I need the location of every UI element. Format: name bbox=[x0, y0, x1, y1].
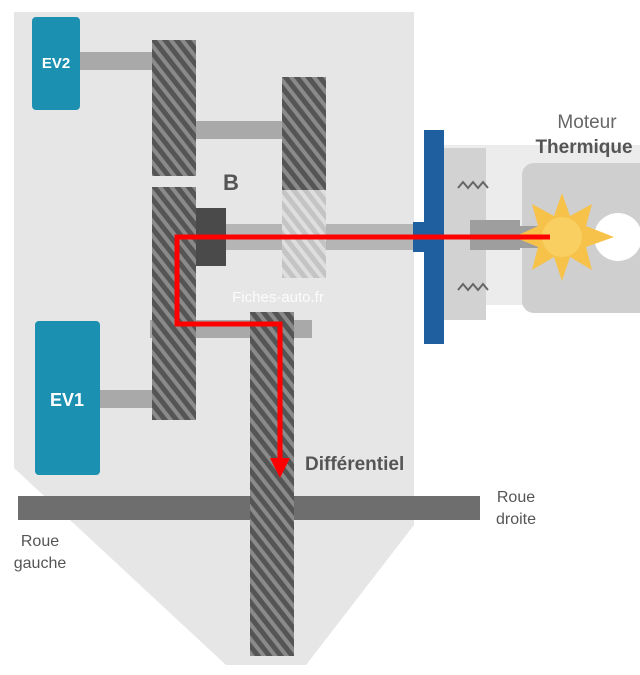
ev2-shaft bbox=[80, 52, 160, 70]
left-wheel-label-line2: gauche bbox=[14, 555, 67, 572]
upper-left-gear bbox=[152, 40, 196, 176]
motor-label-line2: Thermique bbox=[535, 137, 632, 158]
ev2-motor bbox=[32, 17, 80, 110]
differential-label: Différentiel bbox=[305, 454, 404, 475]
upper-transfer-shaft bbox=[196, 121, 284, 139]
arrow-down-icon bbox=[270, 458, 290, 478]
left-wheel-label-line1: Roue bbox=[21, 533, 59, 550]
upper-right-gear bbox=[282, 77, 326, 190]
clutch-b-label: B bbox=[223, 170, 239, 195]
engine-crank-hole bbox=[594, 213, 640, 261]
ev2-label: EV2 bbox=[42, 55, 70, 72]
right-wheel-label-line2: droite bbox=[496, 511, 536, 528]
wheel-axle bbox=[18, 496, 480, 520]
power-flow-path bbox=[174, 234, 550, 460]
ev1-motor bbox=[35, 321, 100, 475]
lower-right-gear-ghost bbox=[282, 190, 326, 278]
ev1-shaft bbox=[100, 390, 160, 408]
ev1-label: EV1 bbox=[50, 390, 84, 410]
differential-gear bbox=[250, 312, 294, 656]
clutch-spring-bottom bbox=[457, 282, 489, 292]
spark-core bbox=[542, 217, 582, 257]
watermark: Fiches-auto.fr bbox=[232, 289, 324, 306]
lower-left-gear bbox=[152, 187, 196, 420]
right-wheel-label-line1: Roue bbox=[497, 489, 535, 506]
clutch-spring-top bbox=[457, 180, 489, 190]
motor-label-line1: Moteur bbox=[557, 112, 617, 133]
